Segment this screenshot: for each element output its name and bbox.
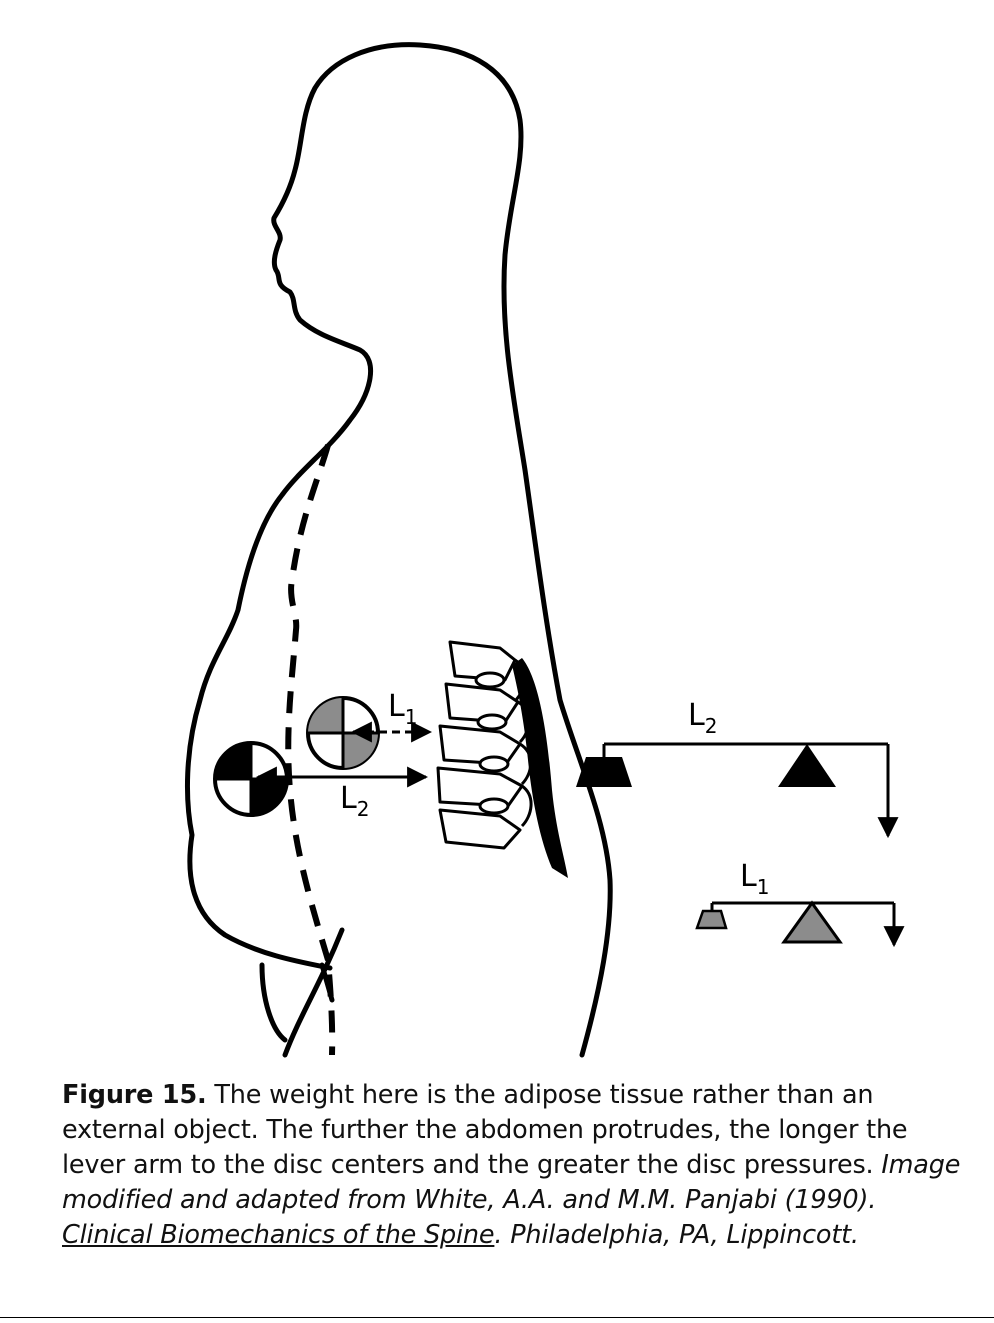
caption-body: The weight here is the adipose tissue ra… bbox=[62, 1080, 908, 1180]
label-l2-lever: L2 bbox=[688, 698, 717, 738]
figure-caption: Figure 15. The weight here is the adipos… bbox=[62, 1078, 962, 1253]
figure-number: Figure 15. bbox=[62, 1080, 207, 1110]
back-muscle bbox=[512, 658, 568, 878]
biomechanics-diagram: L1 L2 L2 L1 bbox=[184, 42, 905, 1058]
midline-dashed bbox=[285, 444, 336, 1056]
bottom-rule bbox=[0, 1317, 994, 1318]
spine-icon bbox=[436, 640, 533, 850]
caption-source-suffix: . Philadelphia, PA, Lippincott. bbox=[494, 1220, 859, 1250]
label-l2-body: L2 bbox=[340, 781, 369, 821]
center-of-mass-black-icon bbox=[213, 741, 289, 817]
caption-book-title: Clinical Biomechanics of the Spine bbox=[62, 1220, 495, 1250]
lever-l1-gray bbox=[695, 900, 905, 948]
body-outline-front bbox=[184, 42, 613, 1058]
lever-l2-black bbox=[576, 742, 899, 839]
label-l1-body: L1 bbox=[388, 689, 417, 729]
caption-source-prefix: Image modified and adapted from White, A… bbox=[62, 1150, 961, 1215]
label-l1-lever: L1 bbox=[740, 859, 769, 899]
